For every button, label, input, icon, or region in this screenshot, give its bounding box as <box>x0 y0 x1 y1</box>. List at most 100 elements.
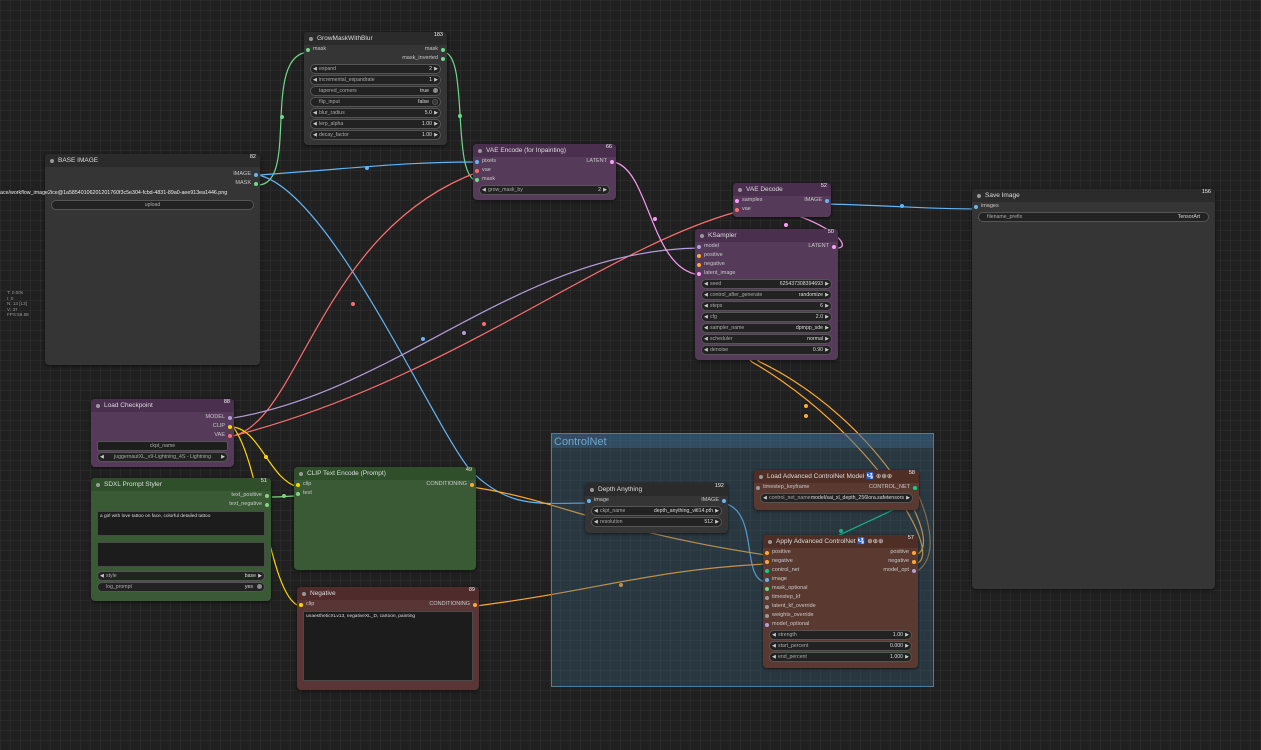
socket-icon[interactable] <box>697 263 701 267</box>
arrow-right-icon[interactable]: ▶ <box>434 77 438 83</box>
socket-icon[interactable] <box>475 160 479 164</box>
node-header[interactable]: Load Advanced ControlNet Model 🛂 ⊕⊕⊕58 <box>754 470 919 483</box>
socket-icon[interactable] <box>475 169 479 173</box>
socket-icon[interactable] <box>832 245 836 249</box>
arrow-left-icon[interactable]: ◀ <box>313 110 317 116</box>
output-mask[interactable]: MASK <box>45 179 260 188</box>
input-clip[interactable]: clip <box>297 600 314 609</box>
socket-icon[interactable] <box>765 578 769 582</box>
input-weights-override[interactable]: weights_override <box>763 611 918 620</box>
socket-icon[interactable] <box>254 182 258 186</box>
widget-ckpt-name[interactable]: ◀juggernautXL_v9-Lightning_4S - Lightnin… <box>97 452 228 462</box>
socket-icon[interactable] <box>735 208 739 212</box>
output-negative[interactable]: negative <box>888 557 918 566</box>
arrow-left-icon[interactable]: ◀ <box>704 314 708 320</box>
output-conditioning[interactable]: CONDITIONING <box>429 600 479 609</box>
input-samples[interactable]: samples <box>733 196 762 205</box>
collapse-dot-icon[interactable] <box>738 188 742 192</box>
collapse-dot-icon[interactable] <box>478 149 482 153</box>
input-timestep-kf[interactable]: timestep_kf <box>763 593 918 602</box>
socket-icon[interactable] <box>441 48 445 52</box>
options-dots-icon[interactable]: ⊕⊕⊕ <box>867 538 884 545</box>
arrow-left-icon[interactable]: ◀ <box>100 573 104 579</box>
socket-icon[interactable] <box>697 272 701 276</box>
arrow-left-icon[interactable]: ◀ <box>704 303 708 309</box>
socket-icon[interactable] <box>306 48 310 52</box>
socket-icon[interactable] <box>912 560 916 564</box>
socket-icon[interactable] <box>265 494 269 498</box>
output-image[interactable]: IMAGE <box>804 196 831 205</box>
arrow-right-icon[interactable]: ▶ <box>825 347 829 353</box>
socket-icon[interactable] <box>228 416 232 420</box>
node-apply-advanced-controlnet[interactable]: Apply Advanced ControlNet 🛂 ⊕⊕⊕57 positi… <box>763 535 918 668</box>
arrow-left-icon[interactable]: ◀ <box>313 121 317 127</box>
input-negative[interactable]: negative <box>695 260 838 269</box>
arrow-right-icon[interactable]: ▶ <box>825 325 829 331</box>
arrow-right-icon[interactable]: ▶ <box>715 508 719 514</box>
output-vae[interactable]: VAE <box>91 431 234 440</box>
socket-icon[interactable] <box>765 587 769 591</box>
arrow-left-icon[interactable]: ◀ <box>704 292 708 298</box>
collapse-dot-icon[interactable] <box>50 159 54 163</box>
socket-icon[interactable] <box>228 425 232 429</box>
arrow-right-icon[interactable]: ▶ <box>825 281 829 287</box>
output-mask[interactable]: mask <box>425 45 447 54</box>
output-latent[interactable]: LATENT <box>808 242 838 251</box>
arrow-right-icon[interactable]: ▶ <box>434 132 438 138</box>
arrow-right-icon[interactable]: ▶ <box>906 495 910 501</box>
collapse-dot-icon[interactable] <box>768 540 772 544</box>
arrow-right-icon[interactable]: ▶ <box>825 336 829 342</box>
socket-icon[interactable] <box>974 205 978 209</box>
options-dots-icon[interactable]: ⊕⊕⊕ <box>875 473 893 480</box>
socket-icon[interactable] <box>765 605 769 609</box>
arrow-right-icon[interactable]: ▶ <box>825 314 829 320</box>
output-image[interactable]: IMAGE <box>45 170 260 179</box>
socket-icon[interactable] <box>299 603 303 607</box>
arrow-left-icon[interactable]: ◀ <box>313 66 317 72</box>
socket-icon[interactable] <box>265 503 269 507</box>
node-header[interactable]: Apply Advanced ControlNet 🛂 ⊕⊕⊕57 <box>763 535 918 548</box>
input-mask[interactable]: mask <box>304 45 326 54</box>
input-model-optional[interactable]: model_optional <box>763 620 918 629</box>
arrow-right-icon[interactable]: ▶ <box>434 110 438 116</box>
collapse-dot-icon[interactable] <box>977 194 981 198</box>
socket-icon[interactable] <box>765 614 769 618</box>
arrow-left-icon[interactable]: ◀ <box>772 654 776 660</box>
input-image[interactable]: image <box>763 575 918 584</box>
negative-text-textarea[interactable]: unaestheticXLv13, negativeXL_D, cartoon,… <box>303 611 473 681</box>
arrow-right-icon[interactable]: ▶ <box>221 454 225 460</box>
node-load-advanced-controlnet[interactable]: Load Advanced ControlNet Model 🛂 ⊕⊕⊕58 t… <box>754 470 919 510</box>
arrow-left-icon[interactable]: ◀ <box>100 454 104 460</box>
arrow-left-icon[interactable]: ◀ <box>772 643 776 649</box>
arrow-right-icon[interactable]: ▶ <box>905 654 909 660</box>
arrow-left-icon[interactable]: ◀ <box>482 187 486 193</box>
input-images[interactable]: images <box>972 202 1215 211</box>
output-control-net[interactable]: CONTROL_NET <box>869 483 919 492</box>
node-header[interactable]: CLIP Text Encode (Prompt)49 <box>294 467 476 480</box>
output-image[interactable]: IMAGE <box>701 496 728 505</box>
socket-icon[interactable] <box>765 560 769 564</box>
arrow-right-icon[interactable]: ▶ <box>905 632 909 638</box>
socket-icon[interactable] <box>475 178 479 182</box>
